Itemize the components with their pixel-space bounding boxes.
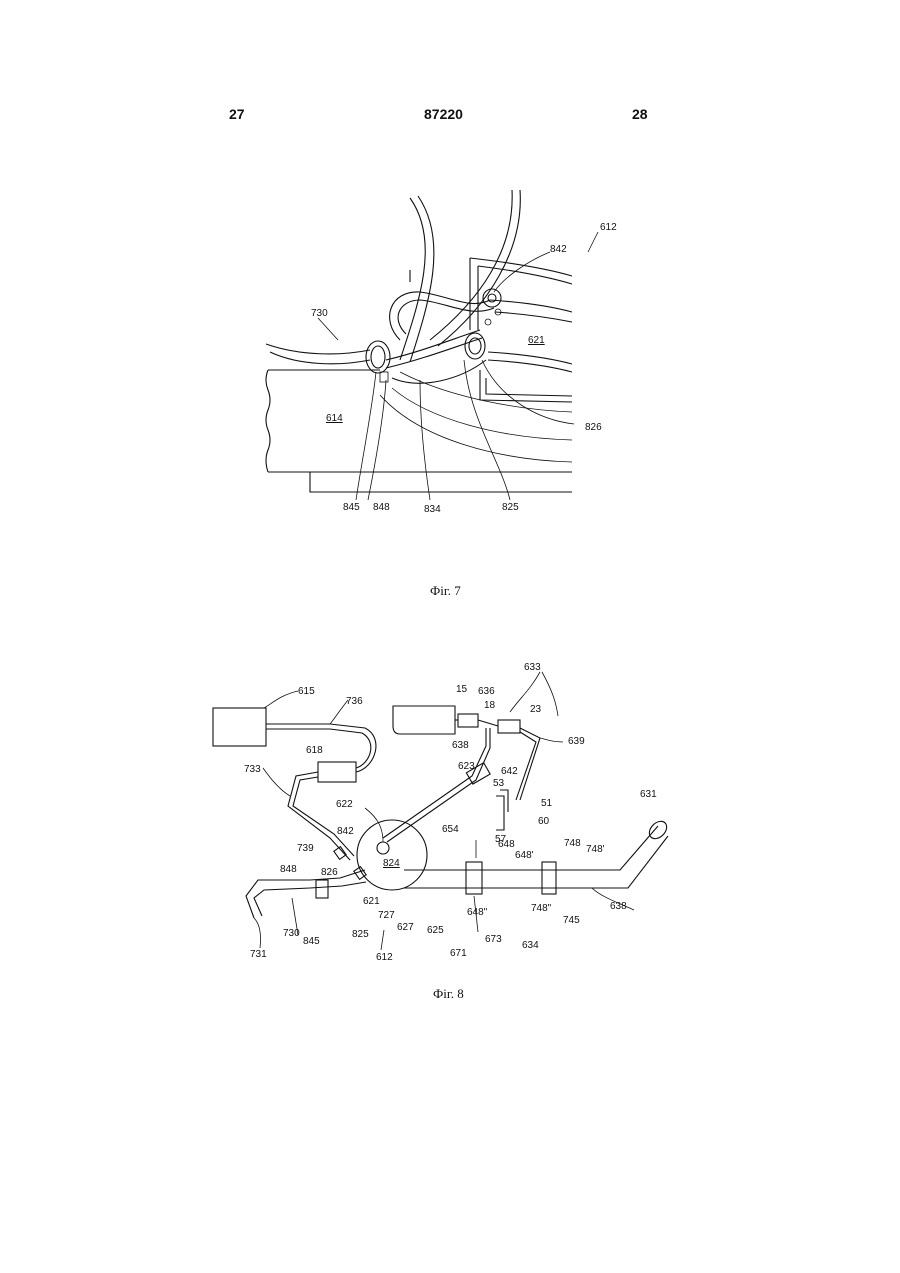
label-638a: 638 [452, 740, 469, 751]
label-845: 845 [303, 936, 320, 947]
label-736: 736 [346, 696, 363, 707]
label-638b: 638 [610, 901, 627, 912]
clamp-845 [316, 880, 328, 898]
label-825: 825 [352, 929, 369, 940]
label-848: 848 [280, 864, 297, 875]
label-618: 618 [306, 745, 323, 756]
label-622: 622 [336, 799, 353, 810]
label-627: 627 [397, 922, 414, 933]
label-825: 825 [502, 502, 519, 513]
label-848: 848 [373, 502, 390, 513]
label-826: 826 [321, 867, 338, 878]
label-745: 745 [563, 915, 580, 926]
label-842: 842 [550, 244, 567, 255]
box-23 [498, 720, 520, 733]
label-845: 845 [343, 502, 360, 513]
box-615 [213, 708, 266, 746]
figure-7-labels: 612 842 730 621 614 826 845 848 834 825 [311, 222, 617, 515]
label-23: 23 [530, 704, 542, 715]
label-739: 739 [297, 843, 314, 854]
label-748-double: 748" [531, 903, 552, 914]
label-612: 612 [600, 222, 617, 233]
label-53: 53 [493, 778, 505, 789]
label-633: 633 [524, 662, 541, 673]
label-648-double: 648" [467, 907, 488, 918]
clamp-648 [466, 862, 482, 894]
figure-8-leaders [254, 672, 634, 950]
label-636: 636 [478, 686, 495, 697]
arc-lines [380, 372, 572, 462]
box-618 [318, 762, 356, 782]
label-639: 639 [568, 736, 585, 747]
label-648: 648 [498, 839, 515, 850]
label-842: 842 [337, 826, 354, 837]
tank-824 [357, 820, 427, 890]
label-642: 642 [501, 766, 518, 777]
figure-8-labels: 615 736 15 636 18 633 23 638 639 618 733… [244, 662, 657, 963]
label-614: 614 [326, 413, 343, 424]
label-824: 824 [383, 858, 400, 869]
label-727: 727 [378, 910, 395, 921]
label-671: 671 [450, 948, 467, 959]
label-834: 834 [424, 504, 441, 515]
label-634: 634 [522, 940, 539, 951]
figure-7-drawing: 612 842 730 621 614 826 845 848 834 825 [0, 0, 900, 560]
label-748-prime: 748' [586, 844, 605, 855]
label-621: 621 [363, 896, 380, 907]
label-648-prime: 648' [515, 850, 534, 861]
label-18: 18 [484, 700, 496, 711]
label-826: 826 [585, 422, 602, 433]
label-51: 51 [541, 798, 553, 809]
label-15: 15 [456, 684, 468, 695]
figure-7-caption: Фіг. 7 [430, 583, 461, 599]
label-731: 731 [250, 949, 267, 960]
label-730: 730 [311, 308, 328, 319]
label-625: 625 [427, 925, 444, 936]
label-623: 623 [458, 761, 475, 772]
port-622 [377, 842, 389, 854]
label-654: 654 [442, 824, 459, 835]
frame-621 [410, 258, 572, 402]
label-730: 730 [283, 928, 300, 939]
figure-8-drawing: 615 736 15 636 18 633 23 638 639 618 733… [0, 640, 900, 970]
label-612: 612 [376, 952, 393, 963]
label-733: 733 [244, 764, 261, 775]
box-18 [458, 714, 478, 727]
label-621: 621 [528, 335, 545, 346]
block-614 [266, 370, 572, 492]
box-15 [393, 706, 455, 734]
label-615: 615 [298, 686, 315, 697]
figure-8-caption: Фіг. 8 [433, 986, 464, 1002]
label-60: 60 [538, 816, 550, 827]
label-748: 748 [564, 838, 581, 849]
label-631: 631 [640, 789, 657, 800]
label-673: 673 [485, 934, 502, 945]
clamp-748 [542, 862, 556, 894]
